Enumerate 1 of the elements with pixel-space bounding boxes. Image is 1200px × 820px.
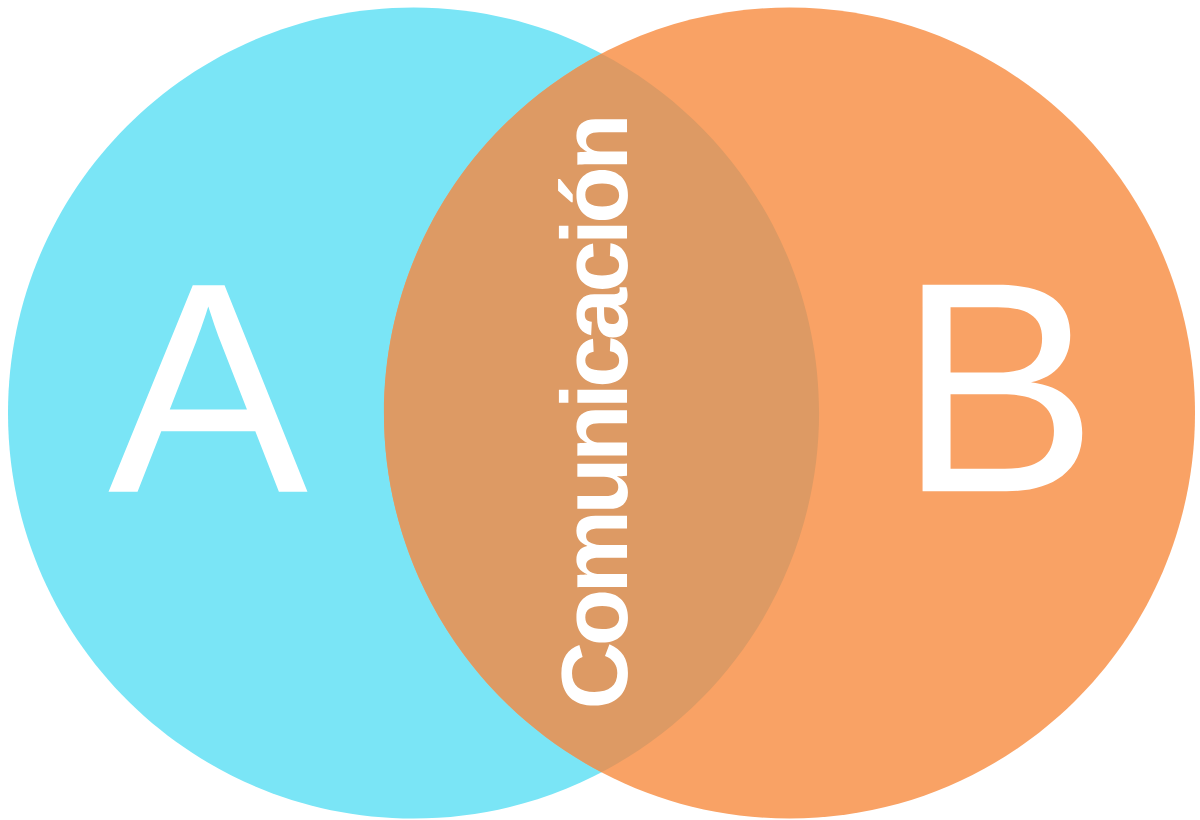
overlap-region: Comunicación xyxy=(384,53,819,773)
